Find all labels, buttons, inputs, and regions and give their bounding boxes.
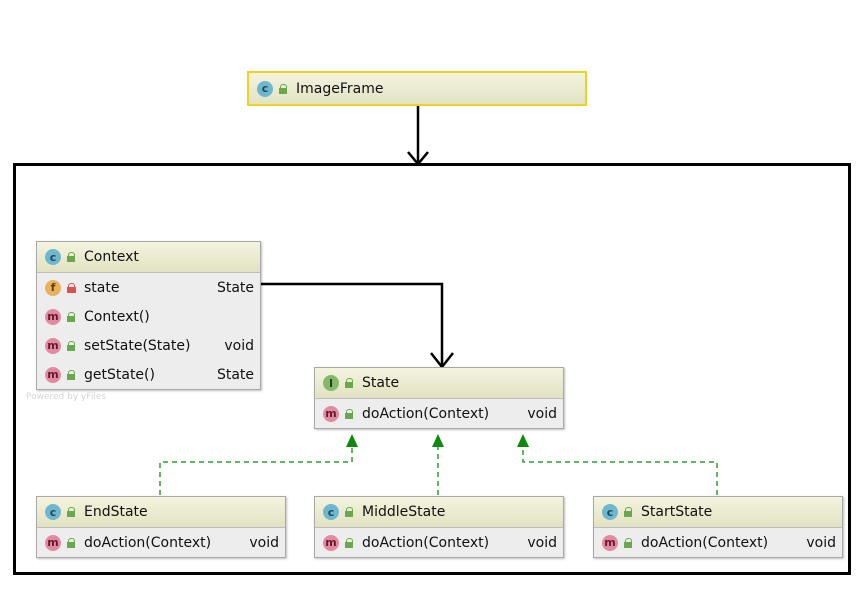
field-type: State <box>216 279 254 296</box>
state-method-doaction: m doAction(Context) void <box>315 399 563 428</box>
endstate-realization-line <box>159 446 353 495</box>
class-icon: c <box>323 504 339 520</box>
image-frame-node[interactable]: c ImageFrame <box>247 71 587 106</box>
field-icon: f <box>45 279 61 296</box>
endstate-realization-arrowhead <box>346 434 358 447</box>
public-access-icon <box>67 252 76 262</box>
public-access-icon <box>67 311 76 322</box>
method-icon: m <box>45 534 61 551</box>
field-name: state <box>84 279 120 296</box>
middlestate-realization-arrowhead <box>432 434 444 447</box>
method-icon: m <box>323 534 339 551</box>
method-name: setState(State) <box>84 337 191 354</box>
middlestate-class-node[interactable]: c MiddleState m doAction(Context) void <box>314 496 564 558</box>
context-class-header: c Context <box>37 242 260 273</box>
method-icon: m <box>45 308 61 325</box>
watermark: Powered by yFiles <box>26 392 107 402</box>
public-access-icon <box>345 537 354 548</box>
state-interface-node[interactable]: I State m doAction(Context) void <box>314 367 564 429</box>
method-icon: m <box>45 337 61 354</box>
method-name: doAction(Context) <box>84 534 212 551</box>
startstate-method-doaction: m doAction(Context) void <box>594 528 842 557</box>
endstate-method-doaction: m doAction(Context) void <box>37 528 285 557</box>
public-access-icon <box>279 83 288 94</box>
public-access-icon <box>345 507 354 517</box>
middlestate-method-doaction: m doAction(Context) void <box>315 528 563 557</box>
context-state-association-line <box>260 282 444 366</box>
public-access-icon <box>67 369 76 380</box>
context-method-getstate: m getState() State <box>37 360 260 389</box>
private-access-icon <box>67 282 76 293</box>
middlestate-class-header: c MiddleState <box>315 497 563 528</box>
method-return-type: State <box>216 366 254 383</box>
method-return-type: void <box>806 534 836 551</box>
public-access-icon <box>67 537 76 548</box>
context-class-node[interactable]: c Context f state State m Context() m se… <box>36 241 261 390</box>
context-class-name: Context <box>84 249 139 265</box>
interface-icon: I <box>323 375 339 391</box>
package-frame <box>13 163 851 575</box>
endstate-class-name: EndState <box>84 504 148 520</box>
public-access-icon <box>624 537 633 548</box>
method-name: doAction(Context) <box>641 534 769 551</box>
public-access-icon <box>345 408 354 419</box>
method-icon: m <box>45 366 61 383</box>
method-return-type: void <box>249 534 279 551</box>
class-icon: c <box>45 249 61 265</box>
class-icon: c <box>602 504 618 520</box>
method-name: getState() <box>84 366 155 383</box>
constructor-name: Context() <box>84 308 150 325</box>
context-field-state: f state State <box>37 273 260 302</box>
class-icon: c <box>257 80 273 97</box>
startstate-class-name: StartState <box>641 504 713 520</box>
endstate-class-node[interactable]: c EndState m doAction(Context) void <box>36 496 286 558</box>
public-access-icon <box>624 507 633 517</box>
method-return-type: void <box>527 534 557 551</box>
state-interface-header: I State <box>315 368 563 399</box>
method-return-type: void <box>224 337 254 354</box>
public-access-icon <box>345 378 354 388</box>
context-method-setstate: m setState(State) void <box>37 331 260 360</box>
class-icon: c <box>45 504 61 520</box>
startstate-class-header: c StartState <box>594 497 842 528</box>
startstate-realization-line <box>522 446 718 495</box>
method-icon: m <box>602 534 618 551</box>
public-access-icon <box>67 340 76 351</box>
state-interface-name: State <box>362 375 400 391</box>
method-name: doAction(Context) <box>362 534 490 551</box>
method-icon: m <box>323 405 339 422</box>
context-constructor: m Context() <box>37 302 260 331</box>
public-access-icon <box>67 507 76 517</box>
image-frame-name: ImageFrame <box>296 80 384 97</box>
method-name: doAction(Context) <box>362 405 490 422</box>
endstate-class-header: c EndState <box>37 497 285 528</box>
startstate-realization-arrowhead <box>517 434 529 447</box>
middlestate-class-name: MiddleState <box>362 504 446 520</box>
method-return-type: void <box>527 405 557 422</box>
startstate-class-node[interactable]: c StartState m doAction(Context) void <box>593 496 843 558</box>
